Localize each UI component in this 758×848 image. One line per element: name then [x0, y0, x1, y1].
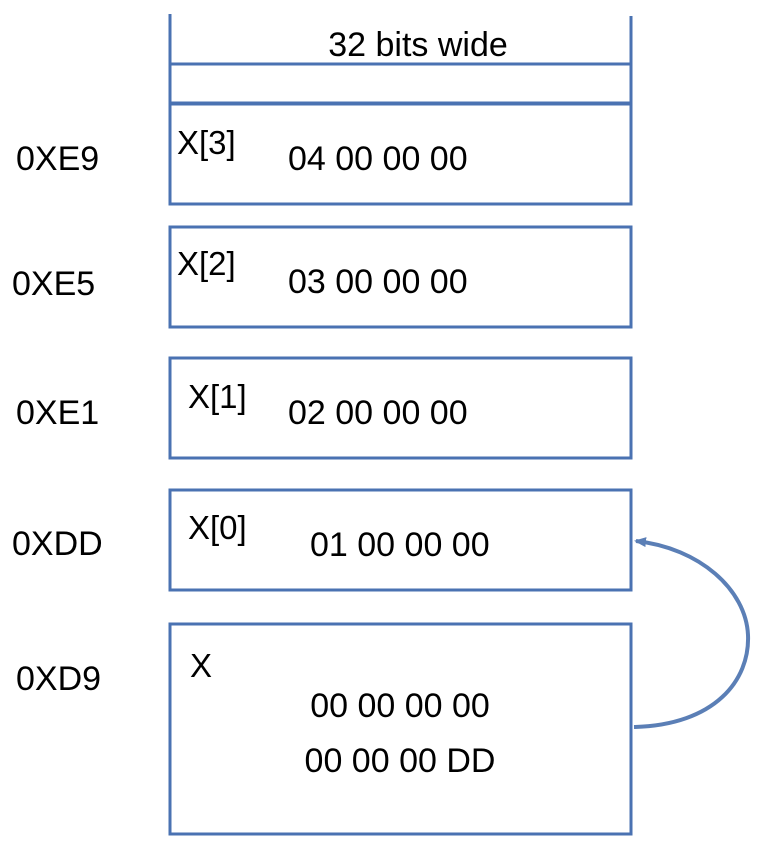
cell-label: X[0]	[188, 509, 247, 546]
memory-address: 0XD9	[16, 660, 101, 698]
cell-value: 01 00 00 00	[310, 526, 490, 564]
memory-cell-box	[168, 488, 633, 592]
cell-value: 03 00 00 00	[288, 263, 468, 301]
cell-value: 00 00 00 DD	[305, 742, 496, 780]
cell-label: X[3]	[177, 124, 236, 161]
cell-value: 04 00 00 00	[288, 140, 468, 178]
memory-cell: 0XD9 X 00 00 00 00 00 00 00 DD	[16, 622, 633, 836]
memory-cell: 0XDD X[0] 01 00 00 00	[12, 488, 633, 592]
memory-address: 0XE1	[16, 394, 99, 432]
memory-cell-box	[168, 102, 633, 206]
width-caption: 32 bits wide	[328, 26, 508, 64]
memory-cell: 0XE9 X[3] 04 00 00 00	[16, 102, 633, 206]
cell-value: 00 00 00 00	[310, 687, 490, 725]
width-header: 32 bits wide	[168, 14, 633, 105]
cell-label: X[1]	[188, 378, 247, 415]
memory-address: 0XE9	[16, 140, 99, 178]
cell-label: X[2]	[177, 245, 236, 282]
memory-cell: 0XE1 X[1] 02 00 00 00	[16, 356, 633, 460]
memory-address: 0XE5	[12, 265, 95, 303]
memory-cell: 0XE5 X[2] 03 00 00 00	[12, 225, 633, 329]
cell-label: X	[190, 647, 212, 684]
memory-address: 0XDD	[12, 525, 103, 563]
memory-cell-box	[168, 622, 633, 836]
memory-cell-box	[168, 356, 633, 460]
pointer-arrow	[633, 537, 751, 729]
cell-value: 02 00 00 00	[288, 394, 468, 432]
memory-cell-box	[168, 225, 633, 329]
